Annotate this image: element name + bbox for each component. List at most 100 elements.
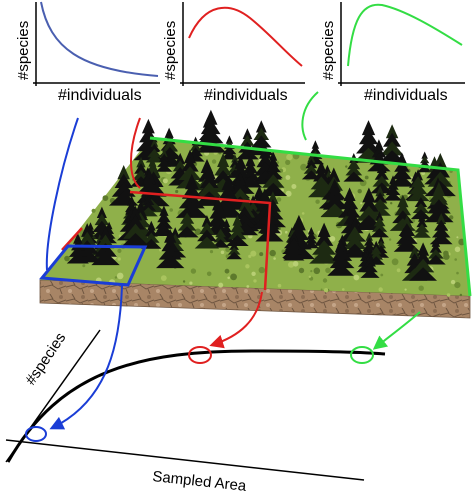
grass-speck bbox=[298, 267, 305, 274]
tree bbox=[424, 181, 454, 223]
connector-blue bbox=[45, 117, 79, 271]
tree bbox=[175, 205, 199, 238]
tree bbox=[370, 211, 389, 238]
mini-plot-1: #species #individuals bbox=[15, 1, 160, 104]
grass-speck bbox=[182, 280, 186, 283]
grass-speck bbox=[286, 153, 293, 161]
grass-speck bbox=[220, 250, 225, 255]
grass-speck bbox=[300, 163, 307, 171]
grass-speck bbox=[250, 250, 257, 257]
mini-plot-3-ylabel: #species bbox=[320, 21, 337, 80]
grass-speck bbox=[443, 250, 449, 257]
grass-speck bbox=[411, 219, 416, 223]
grass-speck bbox=[313, 267, 321, 275]
grass-speck bbox=[454, 258, 458, 261]
tree bbox=[369, 185, 391, 216]
tree bbox=[413, 213, 431, 238]
tree bbox=[360, 251, 380, 278]
tree bbox=[370, 162, 394, 194]
connector-green bbox=[301, 91, 319, 141]
mini-plot-3-xlabel: #individuals bbox=[364, 87, 448, 104]
mini-plot-2-ylabel: #species bbox=[162, 21, 179, 80]
small-sample-area-outline bbox=[39, 244, 148, 287]
grass-speck bbox=[342, 288, 345, 291]
grass-speck bbox=[450, 279, 456, 285]
grass-speck bbox=[310, 270, 313, 273]
tree bbox=[156, 229, 185, 269]
forest-block bbox=[39, 109, 472, 319]
grass-speck bbox=[175, 189, 179, 194]
grass-speck bbox=[301, 212, 305, 215]
tree bbox=[155, 148, 173, 172]
tree bbox=[120, 205, 151, 248]
grass-speck bbox=[211, 159, 217, 164]
mini-plot-2-xlabel: #individuals bbox=[204, 87, 288, 104]
grass-speck bbox=[360, 202, 363, 205]
grass-speck bbox=[64, 255, 70, 262]
grass-speck bbox=[447, 229, 451, 232]
grass-speck bbox=[117, 248, 122, 253]
tree bbox=[383, 175, 403, 201]
grass-speck bbox=[189, 281, 193, 285]
grass-speck bbox=[117, 257, 121, 261]
grass-speck bbox=[322, 278, 328, 283]
tree bbox=[340, 218, 370, 258]
grass-speck bbox=[277, 211, 281, 214]
main-plot-x-axis bbox=[5, 439, 365, 481]
grass-speck bbox=[364, 175, 369, 180]
grass-speck bbox=[116, 272, 124, 280]
tree bbox=[226, 237, 242, 260]
main-plot: #species Sampled Area bbox=[5, 329, 386, 495]
arrow-green bbox=[372, 311, 421, 350]
tree bbox=[211, 223, 230, 248]
grass-speck bbox=[82, 264, 86, 268]
mini-plot-1-curve bbox=[40, 1, 159, 77]
grass-speck bbox=[456, 271, 459, 275]
tree bbox=[91, 226, 120, 266]
medium-sample-area-edge bbox=[61, 227, 83, 251]
mini-plot-1-xlabel: #individuals bbox=[58, 87, 142, 104]
grass-speck bbox=[246, 285, 250, 288]
grass-speck bbox=[454, 246, 461, 253]
grass-speck bbox=[391, 258, 399, 266]
grass-speck bbox=[273, 257, 276, 260]
grass-speck bbox=[285, 230, 288, 234]
tree bbox=[320, 178, 349, 218]
tree bbox=[327, 239, 354, 276]
grass-speck bbox=[190, 268, 197, 274]
tree bbox=[410, 191, 432, 220]
arrow-blue bbox=[49, 285, 123, 430]
grass-speck bbox=[380, 273, 384, 277]
tree-layer bbox=[66, 109, 456, 281]
grass-speck bbox=[285, 175, 291, 180]
grass-speck bbox=[329, 236, 336, 242]
grass-speck bbox=[224, 268, 230, 274]
tree bbox=[309, 222, 339, 264]
grass-speck bbox=[194, 228, 202, 236]
grass-speck bbox=[259, 252, 264, 257]
grass-speck bbox=[276, 197, 282, 202]
grass-speck bbox=[169, 208, 173, 212]
mini-plot-1-ylabel: #species bbox=[15, 21, 32, 80]
grass-speck bbox=[323, 288, 329, 293]
main-plot-xlabel: Sampled Area bbox=[152, 468, 248, 495]
grass-speck bbox=[292, 261, 299, 267]
grass-speck bbox=[315, 199, 320, 204]
grass-speck bbox=[404, 288, 407, 291]
mini-plot-2: #species #individuals bbox=[162, 2, 305, 104]
tree bbox=[283, 231, 305, 261]
grass-speck bbox=[357, 189, 362, 194]
tree bbox=[409, 242, 437, 281]
marker-green bbox=[350, 346, 374, 364]
tree bbox=[154, 213, 171, 236]
grass-speck bbox=[285, 190, 292, 197]
arrow-red bbox=[209, 291, 263, 349]
grass-speck bbox=[277, 283, 282, 288]
grass-speck bbox=[320, 288, 323, 291]
grass-speck bbox=[288, 261, 295, 268]
grass-speck bbox=[418, 285, 424, 291]
grass-speck bbox=[345, 165, 348, 168]
grass-speck bbox=[449, 215, 454, 220]
grass-speck bbox=[114, 276, 118, 279]
